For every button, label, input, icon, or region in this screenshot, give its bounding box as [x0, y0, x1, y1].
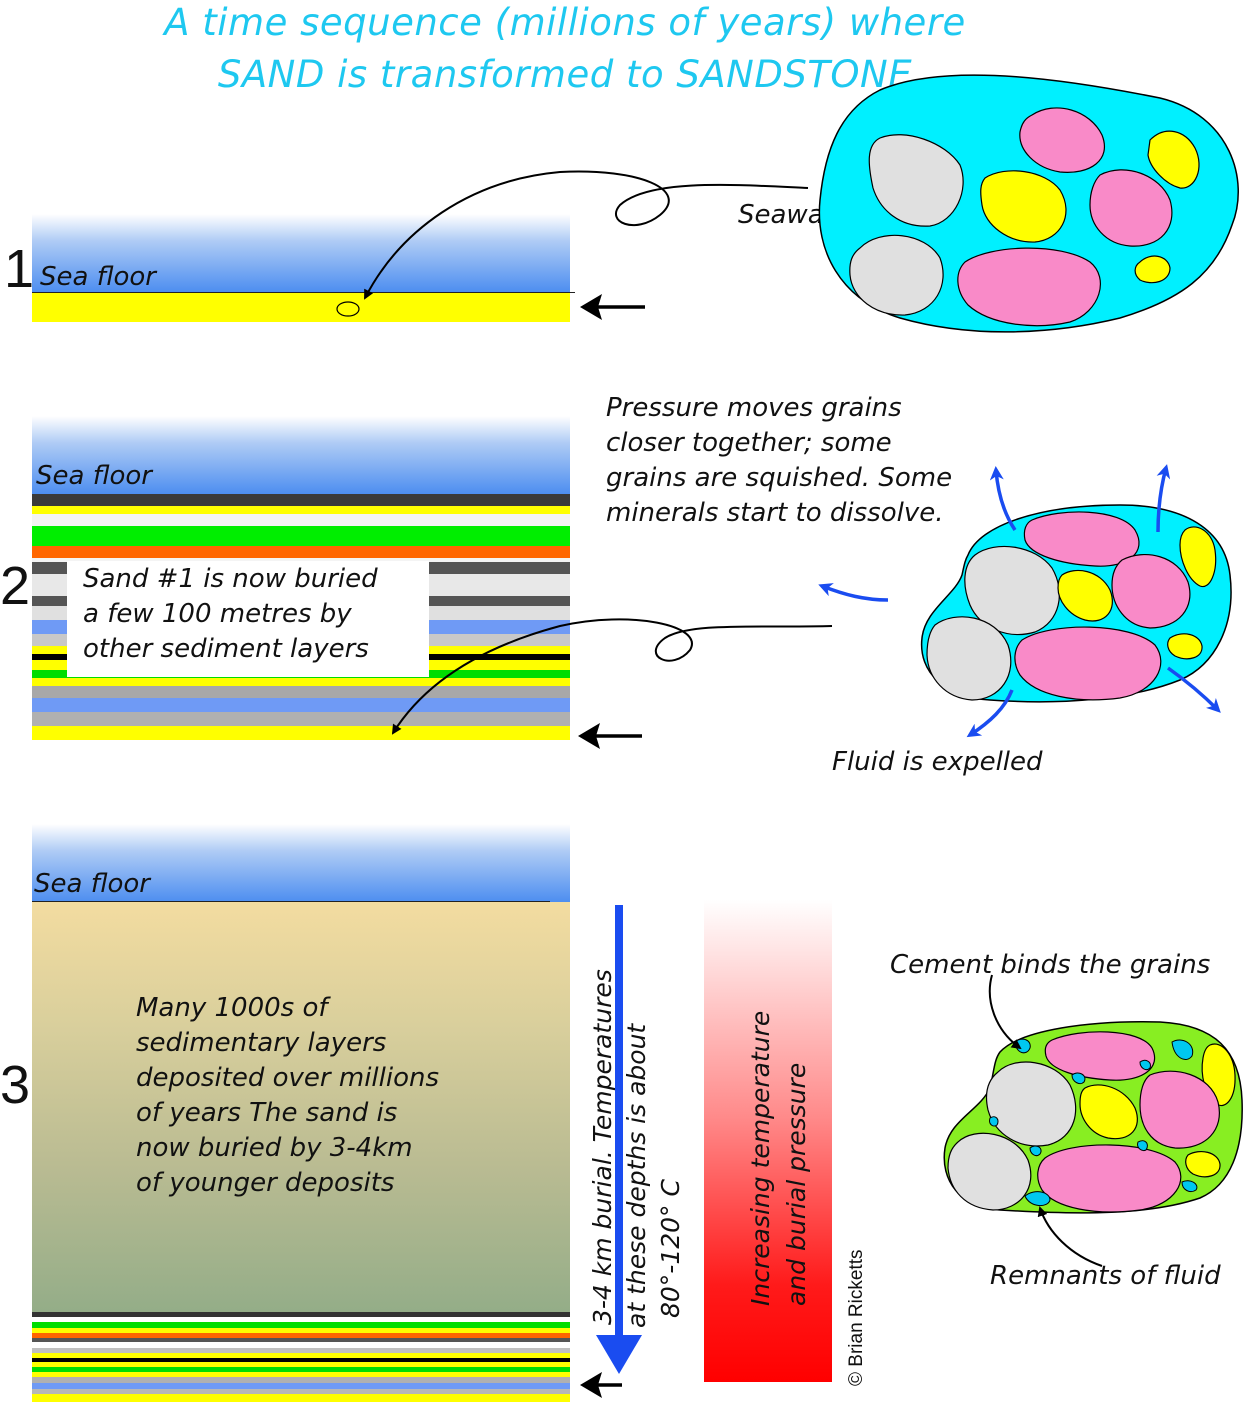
fluid-arrow-left — [818, 583, 889, 602]
layers-note-line-6: of younger deposits — [136, 1168, 395, 1198]
cement-label: Cement binds the grains — [890, 950, 1211, 980]
layers-note-line-3: deposited over millions — [136, 1063, 440, 1093]
buried-note-line-3: other sediment layers — [83, 634, 369, 664]
sand-layer-arrow-2 — [578, 723, 642, 749]
panel-1-sea-floor-label: Sea floor — [40, 262, 156, 292]
buried-note-line-2: a few 100 metres by — [83, 599, 352, 629]
buried-note-box: Sand #1 is now buried a few 100 metres b… — [67, 561, 429, 677]
fluid-arrow-up-left — [989, 466, 1017, 531]
panel-1-sand-layer — [32, 293, 570, 322]
layers-note-line-1: Many 1000s of — [136, 993, 328, 1023]
temperature-gradient-bar — [704, 900, 832, 1382]
pressure-note-line-1: Pressure moves grains — [606, 393, 902, 423]
panel-1-seawater — [32, 214, 570, 292]
grain-blob-1 — [818, 74, 1239, 333]
panel-1-sea-floor-line — [32, 292, 575, 293]
pressure-note-line-2: closer together; some — [606, 428, 892, 458]
panel-3-seawater — [32, 824, 570, 902]
layers-note-line-5: now buried by 3-4km — [136, 1133, 413, 1163]
title-line-2: SAND is transformed to SANDSTONE — [217, 53, 913, 96]
remnants-label: Remnants of fluid — [990, 1261, 1221, 1291]
cement-pointer — [988, 974, 1022, 1050]
layers-note-line-4: of years The sand is — [136, 1098, 398, 1128]
grain-blob-2 — [920, 504, 1232, 703]
seawater-pointer — [364, 170, 809, 300]
fluid-expelled-label: Fluid is expelled — [832, 747, 1043, 777]
fluid-arrow-down-left — [966, 689, 1014, 738]
grain-blob-3 — [943, 1021, 1243, 1214]
panel-3-sea-floor-line — [32, 901, 550, 902]
pressure-note-line-3: grains are squished. Some — [606, 463, 953, 493]
sand-layer-arrow-1 — [580, 294, 645, 320]
burial-depth-arrow — [596, 905, 642, 1374]
panel-3-thick-deposits — [32, 902, 570, 1312]
panel-1-number: 1 — [4, 239, 35, 299]
layers-note-line-2: sedimentary layers — [136, 1028, 387, 1058]
panel-2-number: 2 — [0, 556, 31, 616]
fluid-arrow-down-right — [1166, 666, 1221, 713]
panel-3-sea-floor-label: Sea floor — [34, 869, 150, 899]
sand-grain-marker — [336, 301, 360, 317]
panel-3-number: 3 — [0, 1055, 31, 1115]
panel-2-seawater — [32, 416, 570, 494]
fluid-arrow-up-right — [1156, 464, 1171, 533]
remnants-pointer — [1037, 1206, 1103, 1267]
pressure-note-line-4: minerals start to dissolve. — [606, 498, 944, 528]
title-line-1: A time sequence (millions of years) wher… — [164, 1, 966, 44]
panel-2-sea-floor-label: Sea floor — [36, 461, 152, 491]
sand-layer-arrow-3 — [580, 1372, 622, 1398]
blob-2-pointer — [391, 618, 833, 735]
buried-note-line-1: Sand #1 is now buried — [83, 564, 378, 594]
panel-3-deep-layers — [32, 1312, 570, 1402]
